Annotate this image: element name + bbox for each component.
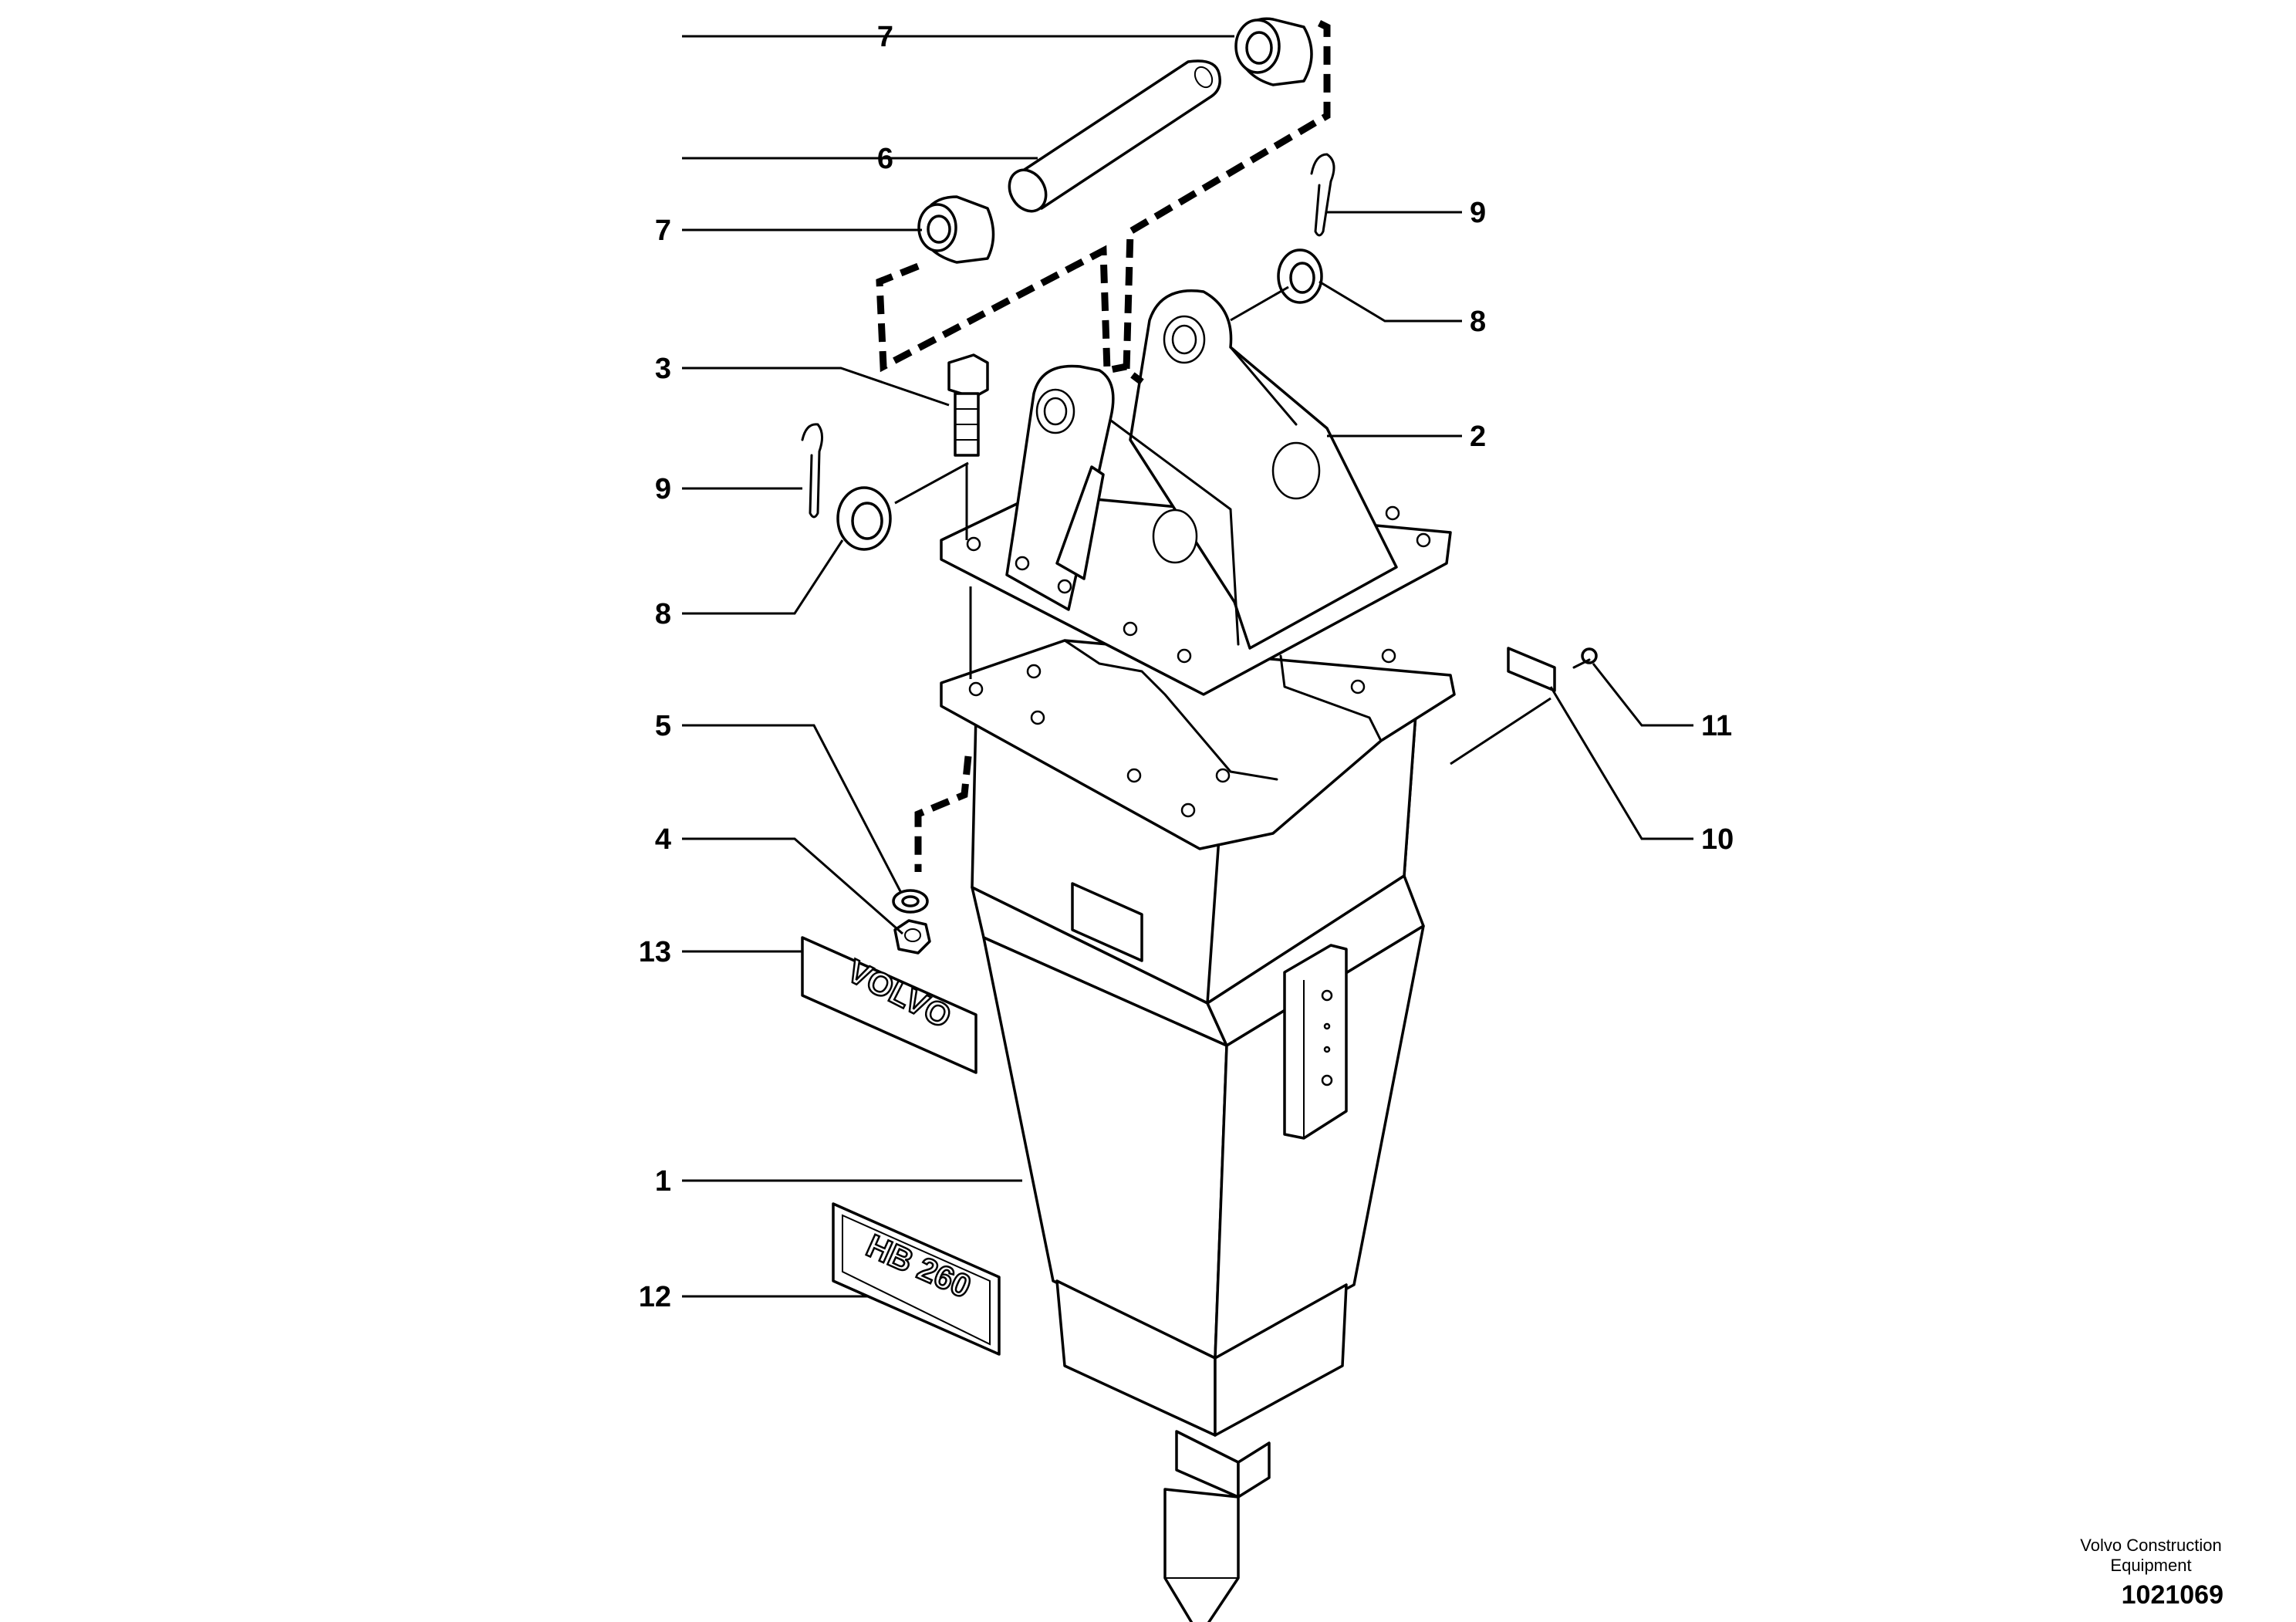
split-pin-upper <box>1310 153 1335 237</box>
assembly-dash-lines <box>876 19 1551 872</box>
washer-small <box>892 889 929 914</box>
callout-8-lower: 8 <box>655 598 671 630</box>
breaker-body <box>971 712 1425 1622</box>
callout-7-upper: 7 <box>877 21 893 53</box>
callout-numbers: 7 6 7 9 8 3 2 9 8 5 11 4 10 13 1 12 <box>639 21 1734 1313</box>
brand-decal: VOLVO <box>801 936 977 1074</box>
callout-10: 10 <box>1701 823 1734 856</box>
model-decal: HB 260 <box>832 1202 1001 1356</box>
lock-nut <box>893 919 931 955</box>
callout-2: 2 <box>1470 421 1486 453</box>
callout-11: 11 <box>1701 710 1732 742</box>
callout-6: 6 <box>877 143 893 175</box>
bushing-lower <box>917 195 995 264</box>
bushing-upper <box>1234 17 1313 86</box>
bolt <box>947 353 989 457</box>
callout-7-lower: 7 <box>655 215 671 247</box>
callout-9-lower: 9 <box>655 473 671 505</box>
credit-line-1: Volvo Construction <box>2080 1536 2222 1555</box>
callout-13: 13 <box>639 936 671 968</box>
washer-lower <box>836 486 892 551</box>
callout-leaders <box>682 35 1693 1298</box>
callout-9-upper: 9 <box>1470 197 1486 229</box>
callout-12: 12 <box>639 1281 671 1313</box>
callout-4: 4 <box>655 823 671 856</box>
screw <box>1572 647 1598 669</box>
body-top-plate <box>940 639 1456 850</box>
callout-5: 5 <box>655 710 671 742</box>
credit-line-2: Equipment <box>2110 1556 2192 1575</box>
callout-8-upper: 8 <box>1470 306 1486 338</box>
mounting-bracket <box>940 289 1452 696</box>
split-pin-lower <box>801 423 823 519</box>
callout-3: 3 <box>655 353 671 385</box>
pin <box>1008 59 1221 213</box>
callout-1: 1 <box>655 1165 671 1198</box>
drawing-number: 1021069 <box>2121 1580 2223 1610</box>
washer-upper <box>1277 248 1323 304</box>
small-plate <box>1507 647 1556 692</box>
